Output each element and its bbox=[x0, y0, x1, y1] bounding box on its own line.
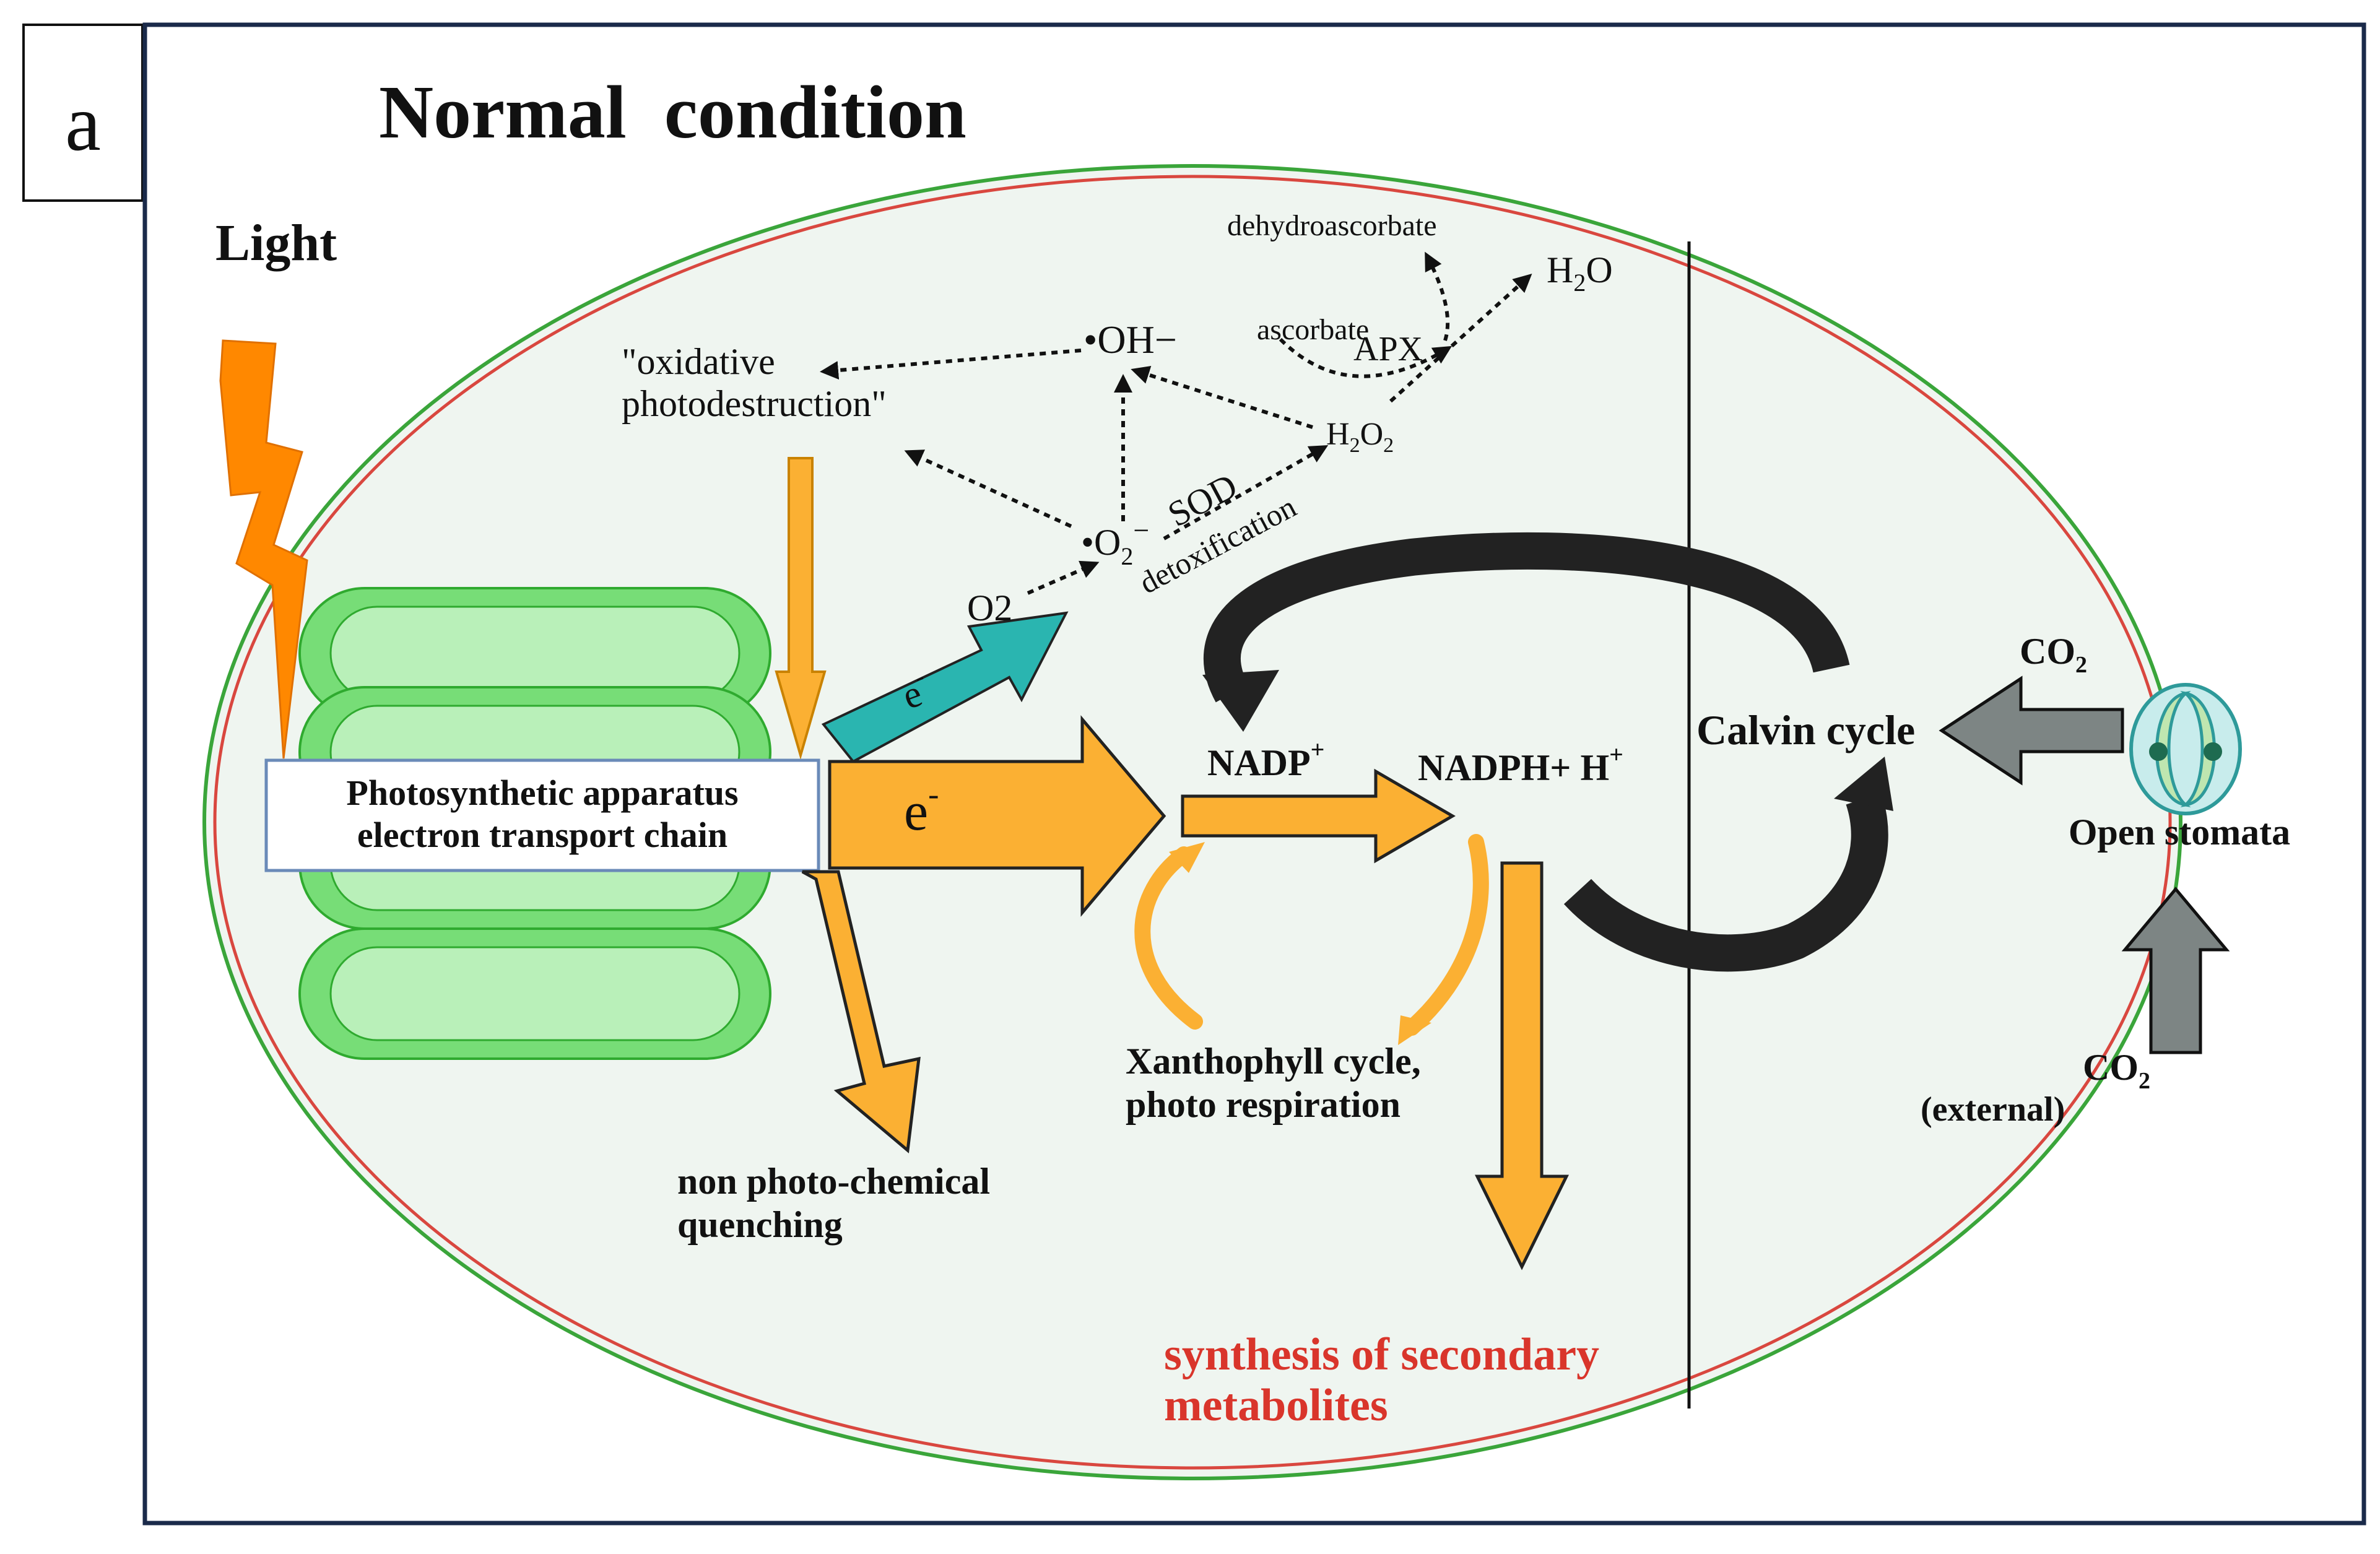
chloroplast-inner-membrane bbox=[213, 175, 2172, 1470]
apparatus-label-line2: electron transport chain bbox=[357, 815, 727, 855]
npq-arrow bbox=[801, 870, 921, 1153]
h2o-label-sub: 2 bbox=[1573, 269, 1586, 297]
h2o-label: H2O bbox=[1547, 250, 1613, 297]
xanthophyll-right-arrowhead bbox=[1398, 1015, 1431, 1045]
secondary-metabolites-line2: metabolites bbox=[1164, 1380, 1388, 1431]
nadp-label: NADP+ bbox=[1207, 736, 1324, 783]
calvin-top-arc bbox=[1203, 532, 1850, 703]
h2o2-to-h2o-arrow bbox=[1389, 273, 1532, 403]
calvin-top-arrowhead bbox=[1202, 670, 1279, 732]
apparatus-label-line1: Photosynthetic apparatus bbox=[346, 773, 738, 813]
thylakoid-disc-inner bbox=[329, 606, 740, 701]
superoxide-label-sub: 2 bbox=[1121, 542, 1133, 570]
ros-pathway bbox=[820, 251, 1532, 595]
xanthophyll-label-line2: photo respiration bbox=[1126, 1084, 1401, 1125]
panel-letter-box bbox=[22, 24, 144, 202]
stomata-outer bbox=[2129, 683, 2242, 815]
h2o2-label-sub1: 2 bbox=[1350, 434, 1360, 457]
external-label: (external) bbox=[1921, 1090, 2065, 1129]
electron-flow-arrow bbox=[828, 715, 1166, 917]
co2-to-calvin-arrow bbox=[1939, 675, 2124, 786]
h2o2-label-sub2: 2 bbox=[1383, 434, 1394, 457]
light-label: Light bbox=[215, 214, 337, 272]
thylakoid-disc-inner bbox=[329, 946, 740, 1041]
electron-label-big: e- bbox=[904, 777, 939, 842]
lightning-bolt-icon bbox=[219, 339, 308, 759]
superoxide-label: •O2− bbox=[1081, 514, 1149, 570]
ascorbate-label: ascorbate bbox=[1257, 313, 1369, 346]
calvin-cycle-label: Calvin cycle bbox=[1696, 706, 1915, 753]
nadph-label: NADPH+ H+ bbox=[1418, 740, 1623, 788]
panel-letter: a bbox=[65, 79, 101, 168]
oxidative-label-line1: "oxidative bbox=[622, 341, 775, 382]
npq-label-line1: non photo-chemical bbox=[677, 1161, 990, 1202]
h2o2-label-o: O bbox=[1360, 417, 1384, 452]
o2-label: O2 bbox=[967, 588, 1012, 628]
xanthophyll-left-arrowhead bbox=[1169, 842, 1205, 873]
hydroxyl-radical-label: •OH− bbox=[1084, 318, 1177, 362]
npq-label-line2: quenching bbox=[677, 1204, 843, 1245]
apx-ascorbate-arrow bbox=[1279, 337, 1453, 378]
stomata-icon bbox=[2129, 683, 2242, 815]
apx-dehydroascorbate-arrow bbox=[1425, 251, 1450, 341]
xanthophyll-left-arc bbox=[1134, 846, 1203, 1030]
sod-arrow bbox=[1163, 445, 1329, 540]
co2-top-label-sub: 2 bbox=[2075, 652, 2087, 678]
open-stomata-label: Open stomata bbox=[2069, 812, 2290, 853]
nadph-label-sup: + bbox=[1609, 740, 1623, 768]
co2-top-label: CO2 bbox=[2020, 631, 2087, 678]
panel-title: Normal condition bbox=[379, 71, 966, 154]
secondary-metabolites-line1: synthesis of secondary bbox=[1164, 1329, 1599, 1380]
xanthophyll-right-arc bbox=[1404, 834, 1489, 1036]
co2-external-arrow bbox=[2121, 887, 2230, 1054]
stomata-nucleus-right bbox=[2204, 742, 2222, 761]
h2o-label-o: O bbox=[1586, 250, 1612, 290]
xanthophyll-cycle-arcs bbox=[1134, 834, 1489, 1036]
stomata-guard-cell-right bbox=[2180, 690, 2216, 807]
nadp-to-nadph-arrow bbox=[1181, 768, 1456, 864]
calvin-bottom-arc bbox=[1563, 792, 1888, 972]
h2o2-to-oh-arrow bbox=[1131, 366, 1313, 429]
secondary-metabolites-arrow bbox=[1474, 861, 1570, 1270]
electron-label-big-sup: - bbox=[928, 777, 939, 812]
stomata-nucleus-left bbox=[2149, 742, 2168, 761]
co2-bottom-label-sub: 2 bbox=[2139, 1068, 2150, 1094]
calvin-bottom-arrowhead bbox=[1834, 757, 1893, 811]
dehydroascorbate-label: dehydroascorbate bbox=[1227, 209, 1437, 242]
oxidative-label-line2: photodestruction" bbox=[622, 383, 887, 424]
xanthophyll-label-line1: Xanthophyll cycle, bbox=[1126, 1041, 1421, 1082]
nadp-label-sup: + bbox=[1311, 736, 1325, 763]
h2o2-label: H2O2 bbox=[1326, 417, 1394, 457]
oh-to-photodestruction-arrow bbox=[820, 349, 1082, 380]
o2-to-superoxide-arrow bbox=[1027, 560, 1100, 595]
apx-label: APX bbox=[1353, 330, 1423, 368]
photodestruction-down-arrow bbox=[775, 457, 827, 760]
superoxide-label-sup: − bbox=[1133, 514, 1149, 546]
photosynthetic-apparatus-box bbox=[264, 758, 820, 872]
co2-bottom-label: CO2 bbox=[2083, 1047, 2150, 1094]
electron-to-o2-arrow bbox=[821, 611, 1069, 763]
